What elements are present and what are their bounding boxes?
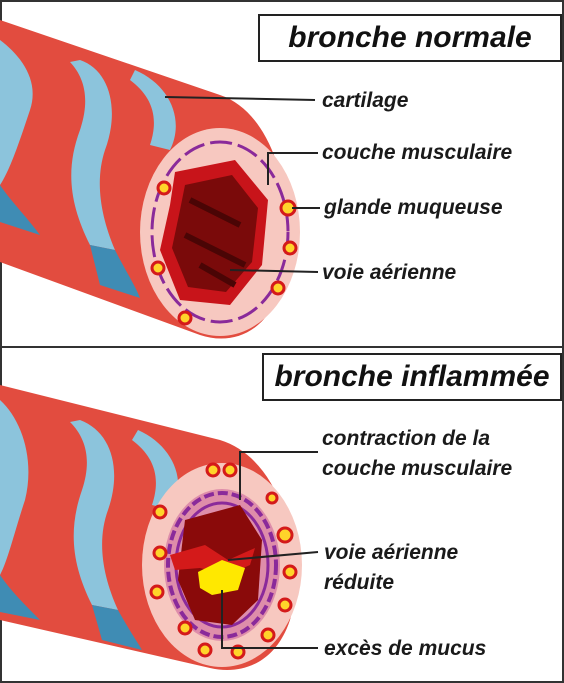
normal-bronchus (0, 20, 320, 339)
gland (207, 464, 219, 476)
gland (284, 242, 296, 254)
label-mucous-gland: glande muqueuse (324, 193, 503, 223)
gland (152, 262, 164, 274)
label-excess-mucus: excès de mucus (324, 634, 486, 664)
label-airway: voie aérienne (322, 258, 456, 288)
label-reduced-airway: voie aérienne réduite (324, 538, 458, 598)
label-reduced-airway-line2: réduite (324, 568, 458, 598)
label-cartilage: cartilage (322, 86, 408, 116)
gland (262, 629, 274, 641)
gland (179, 312, 191, 324)
gland (154, 547, 166, 559)
label-muscle-layer: couche musculaire (322, 138, 512, 168)
title-normal: bronche normale (258, 14, 562, 62)
gland (179, 622, 191, 634)
label-muscle-contraction-line1: contraction de la (322, 424, 512, 454)
inflamed-bronchus (0, 385, 318, 670)
gland (154, 506, 166, 518)
gland (199, 644, 211, 656)
label-muscle-contraction-line2: couche musculaire (322, 454, 512, 484)
gland (267, 493, 277, 503)
gland (279, 599, 291, 611)
gland (284, 566, 296, 578)
label-muscle-contraction: contraction de la couche musculaire (322, 424, 512, 484)
gland (151, 586, 163, 598)
gland (158, 182, 170, 194)
gland (278, 528, 292, 542)
label-reduced-airway-line1: voie aérienne (324, 538, 458, 568)
title-inflamed: bronche inflammée (262, 353, 562, 401)
gland (272, 282, 284, 294)
gland (224, 464, 236, 476)
